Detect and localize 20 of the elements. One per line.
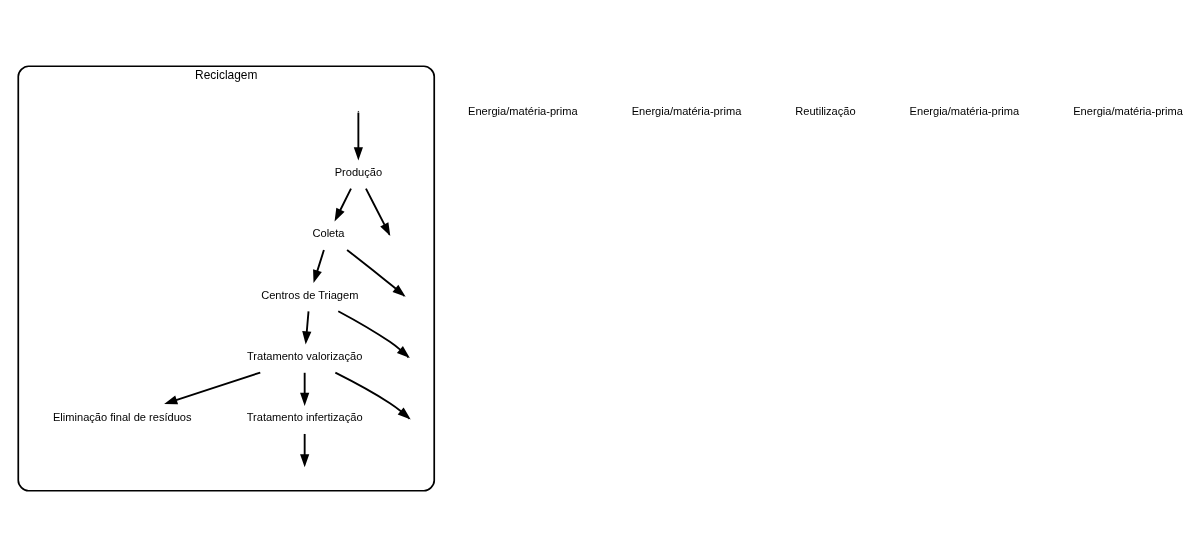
node-text: Coleta [312, 226, 345, 239]
label: Energia/matéria-prima [1073, 104, 1183, 117]
arrow [365, 187, 391, 236]
node-text: Produção [334, 165, 383, 178]
arrow [164, 371, 262, 404]
arrow [300, 371, 310, 406]
arrow [346, 248, 406, 297]
node-text: Eliminação final de resíduos [52, 410, 192, 423]
arrow [313, 248, 325, 283]
label: Energia/matéria-prima [631, 104, 742, 117]
arrow [302, 310, 312, 345]
label: Energia/matéria-prima [909, 104, 1020, 117]
node-text: Tratamento valorização [246, 349, 363, 362]
node-text: Tratamento infertização [246, 410, 363, 423]
arrow [337, 309, 410, 358]
arrow [353, 111, 363, 160]
label: Energia/matéria-prima [468, 104, 578, 117]
label: Reutilização [795, 104, 856, 117]
arrow [334, 187, 352, 222]
node-text: Centros de Triagem [261, 288, 359, 301]
